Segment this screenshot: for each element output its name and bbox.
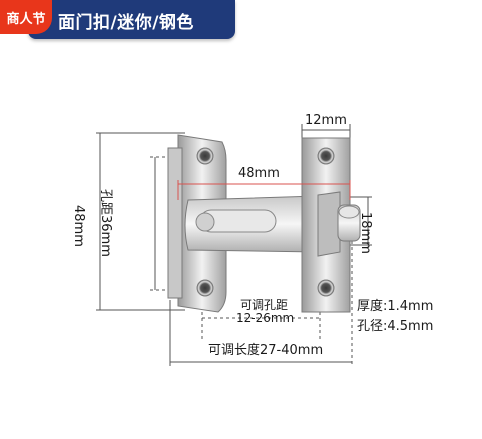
thickness-label: 厚度:1.4mm	[357, 299, 434, 314]
adjustable-length-label: 可调长度27-40mm	[208, 343, 324, 358]
width-top-label: 12mm	[305, 113, 347, 128]
right-plate	[301, 137, 361, 313]
adjustable-hole-title: 可调孔距	[240, 298, 289, 312]
product-title-bar	[28, 0, 235, 39]
hole-diameter-label: 孔径:4.5mm	[357, 319, 434, 334]
screw-hole-icon	[196, 279, 214, 297]
total-height-label: 48mm	[71, 205, 86, 247]
product-title: 面门扣/迷你/钢色	[58, 13, 194, 33]
screw-hole-icon	[196, 147, 214, 165]
screw-hole-icon	[317, 279, 335, 297]
span-label: 48mm	[238, 166, 280, 181]
promo-badge: 商人节	[0, 0, 52, 34]
hole-distance-label: 孔距36mm	[98, 189, 113, 257]
adjustable-hole-range: 12-26mm	[236, 311, 295, 325]
screw-hole-icon	[317, 147, 335, 165]
side-height-label: 18mm	[358, 212, 373, 254]
